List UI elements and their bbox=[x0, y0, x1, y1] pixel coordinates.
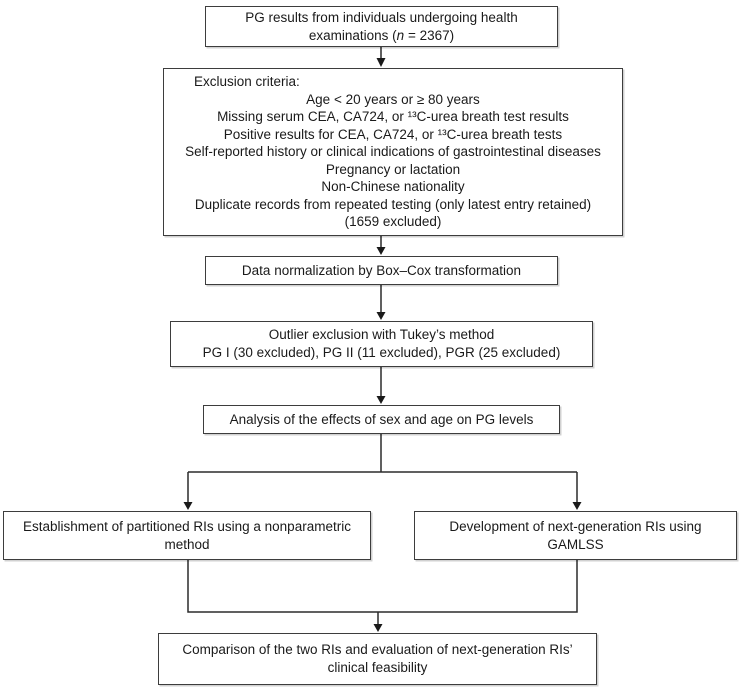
arrowhead-into-normalization bbox=[376, 247, 386, 255]
node-partitioned-line1: Establishment of partitioned RIs using a… bbox=[23, 518, 351, 534]
node-outlier-line2: PG I (30 excluded), PG II (11 excluded),… bbox=[202, 345, 561, 360]
exclusion-item-pregnancy: Pregnancy or lactation bbox=[325, 161, 461, 177]
node-partitioned-line2: method bbox=[164, 536, 210, 552]
exclusion-item-missing: Missing serum CEA, CA724, or ¹³C-urea br… bbox=[217, 109, 569, 125]
exclusion-title: Exclusion criteria: bbox=[194, 74, 300, 90]
node-start: PG results from individuals undergoing h… bbox=[205, 6, 558, 47]
arrowhead-into-gamlss bbox=[572, 502, 582, 510]
node-gamlss-line2: GAMLSS bbox=[547, 536, 604, 552]
exclusion-item-age: Age < 20 years or ≥ 80 years bbox=[306, 91, 480, 107]
exclusion-item-duplicate: Duplicate records from repeated testing … bbox=[194, 196, 592, 212]
exclusion-item-nationality: Non-Chinese nationality bbox=[321, 179, 465, 195]
connector-merge bbox=[187, 560, 578, 624]
node-start-line1: PG results from individuals undergoing h… bbox=[245, 9, 518, 25]
node-start-line2-post: = 2367) bbox=[404, 27, 455, 43]
node-normalization-line1: Data normalization by Box–Cox transforma… bbox=[241, 262, 522, 278]
node-start-line2-pre: examinations ( bbox=[308, 27, 397, 43]
node-analysis: Analysis of the effects of sex and age o… bbox=[203, 405, 560, 434]
node-start-n-italic: n bbox=[396, 27, 405, 43]
node-comparison-line2: clinical feasibility bbox=[327, 660, 428, 675]
node-comparison: Comparison of the two RIs and evaluation… bbox=[158, 633, 597, 685]
exclusion-item-history: Self-reported history or clinical indica… bbox=[185, 144, 601, 160]
node-partitioned-ris: Establishment of partitioned RIs using a… bbox=[3, 511, 371, 560]
arrowhead-into-outlier bbox=[376, 312, 386, 320]
node-comparison-line1: Comparison of the two RIs and evaluation… bbox=[182, 642, 573, 657]
node-gamlss-line1: Development of next-generation RIs using bbox=[449, 518, 702, 534]
arrowhead-into-comparison bbox=[373, 624, 383, 632]
exclusion-item-positive: Positive results for CEA, CA724, or ¹³C-… bbox=[223, 126, 563, 142]
arrowhead-into-analysis bbox=[376, 396, 386, 404]
node-gamlss-ris: Development of next-generation RIs using… bbox=[414, 511, 737, 560]
node-exclusion-criteria: Exclusion criteria: Age < 20 years or ≥ … bbox=[163, 68, 623, 236]
node-start-line2: examinations (n = 2367) bbox=[309, 27, 454, 45]
node-outlier-exclusion: Outlier exclusion with Tukey’s method PG… bbox=[170, 321, 593, 367]
connector-analysis-branch bbox=[187, 434, 578, 503]
arrowhead-into-partitioned bbox=[183, 502, 193, 510]
node-analysis-line1: Analysis of the effects of sex and age o… bbox=[229, 411, 534, 427]
node-normalization: Data normalization by Box–Cox transforma… bbox=[205, 256, 558, 285]
exclusion-total-excluded: (1659 excluded) bbox=[344, 214, 442, 230]
node-outlier-line1: Outlier exclusion with Tukey’s method bbox=[268, 327, 495, 342]
arrowhead-into-exclusion bbox=[376, 58, 386, 67]
